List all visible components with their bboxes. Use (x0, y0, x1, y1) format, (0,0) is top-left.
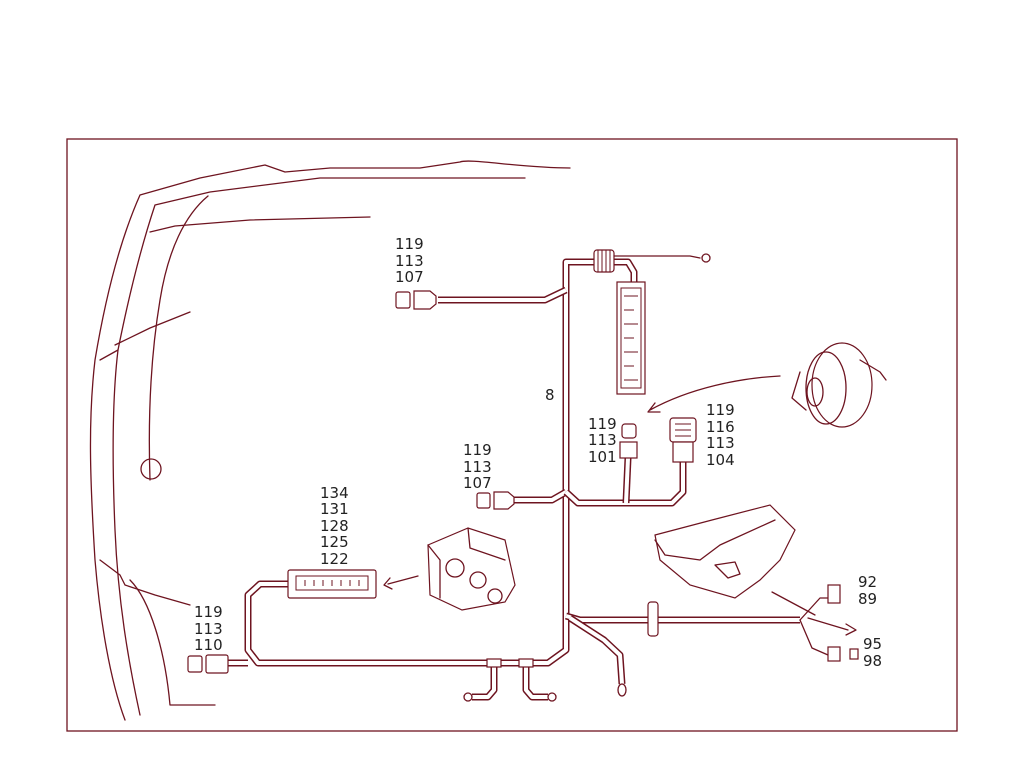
label-control-unit-2: 131 (320, 500, 349, 518)
label-large-plug-2: 116 (706, 418, 735, 436)
plug-104 (669, 417, 697, 463)
abs-unit (383, 527, 516, 611)
label-mid-connector-1: 119 (463, 441, 492, 459)
label-small-plug-1: 119 (588, 415, 617, 433)
main-harness (228, 258, 800, 701)
label-control-unit: 134 131 128 125 122 (320, 484, 349, 568)
label-top-connector: 119 113 107 (395, 235, 424, 286)
label-large-plug-4: 104 (706, 451, 735, 469)
right-branch (647, 584, 859, 662)
instrument-cluster-harness (580, 249, 711, 395)
label-right-lower-2: 98 (863, 652, 882, 670)
label-control-unit-5: 122 (320, 550, 349, 568)
label-right-upper: 92 89 (858, 573, 877, 608)
label-small-plug: 119 113 101 (588, 415, 617, 466)
label-left-connector-3: 110 (194, 636, 223, 654)
underbody-tray (654, 504, 796, 599)
label-left-connector-2: 113 (194, 620, 223, 638)
label-top-connector-3: 107 (395, 268, 424, 286)
plug-101 (619, 423, 638, 459)
vehicle-body-outline (89, 160, 571, 721)
label-left-connector-1: 119 (194, 603, 223, 621)
brake-booster (647, 342, 887, 428)
label-right-upper-2: 89 (858, 590, 877, 608)
connector-107-top (395, 290, 437, 310)
diagram-frame (66, 138, 958, 732)
label-harness-number: 8 (545, 386, 555, 404)
connector-110 (187, 654, 229, 674)
label-left-connector: 119 113 110 (194, 603, 223, 654)
label-large-plug: 119 116 113 104 (706, 401, 735, 469)
connector-107-mid (476, 491, 515, 510)
label-top-connector-2: 113 (395, 252, 424, 270)
ground-terminals (463, 658, 627, 702)
label-large-plug-1: 119 (706, 401, 735, 419)
label-mid-connector: 119 113 107 (463, 441, 492, 492)
label-top-connector-1: 119 (395, 235, 424, 253)
label-mid-connector-3: 107 (463, 474, 492, 492)
label-small-plug-2: 113 (588, 431, 617, 449)
label-control-unit-3: 128 (320, 517, 349, 535)
label-control-unit-1: 134 (320, 484, 349, 502)
control-unit-connector (287, 569, 377, 599)
label-control-unit-4: 125 (320, 533, 349, 551)
label-right-lower-1: 95 (863, 635, 882, 653)
label-large-plug-3: 113 (706, 434, 735, 452)
label-small-plug-3: 101 (588, 448, 617, 466)
label-right-lower: 95 98 (863, 635, 882, 670)
label-right-upper-1: 92 (858, 573, 877, 591)
label-mid-connector-2: 113 (463, 458, 492, 476)
